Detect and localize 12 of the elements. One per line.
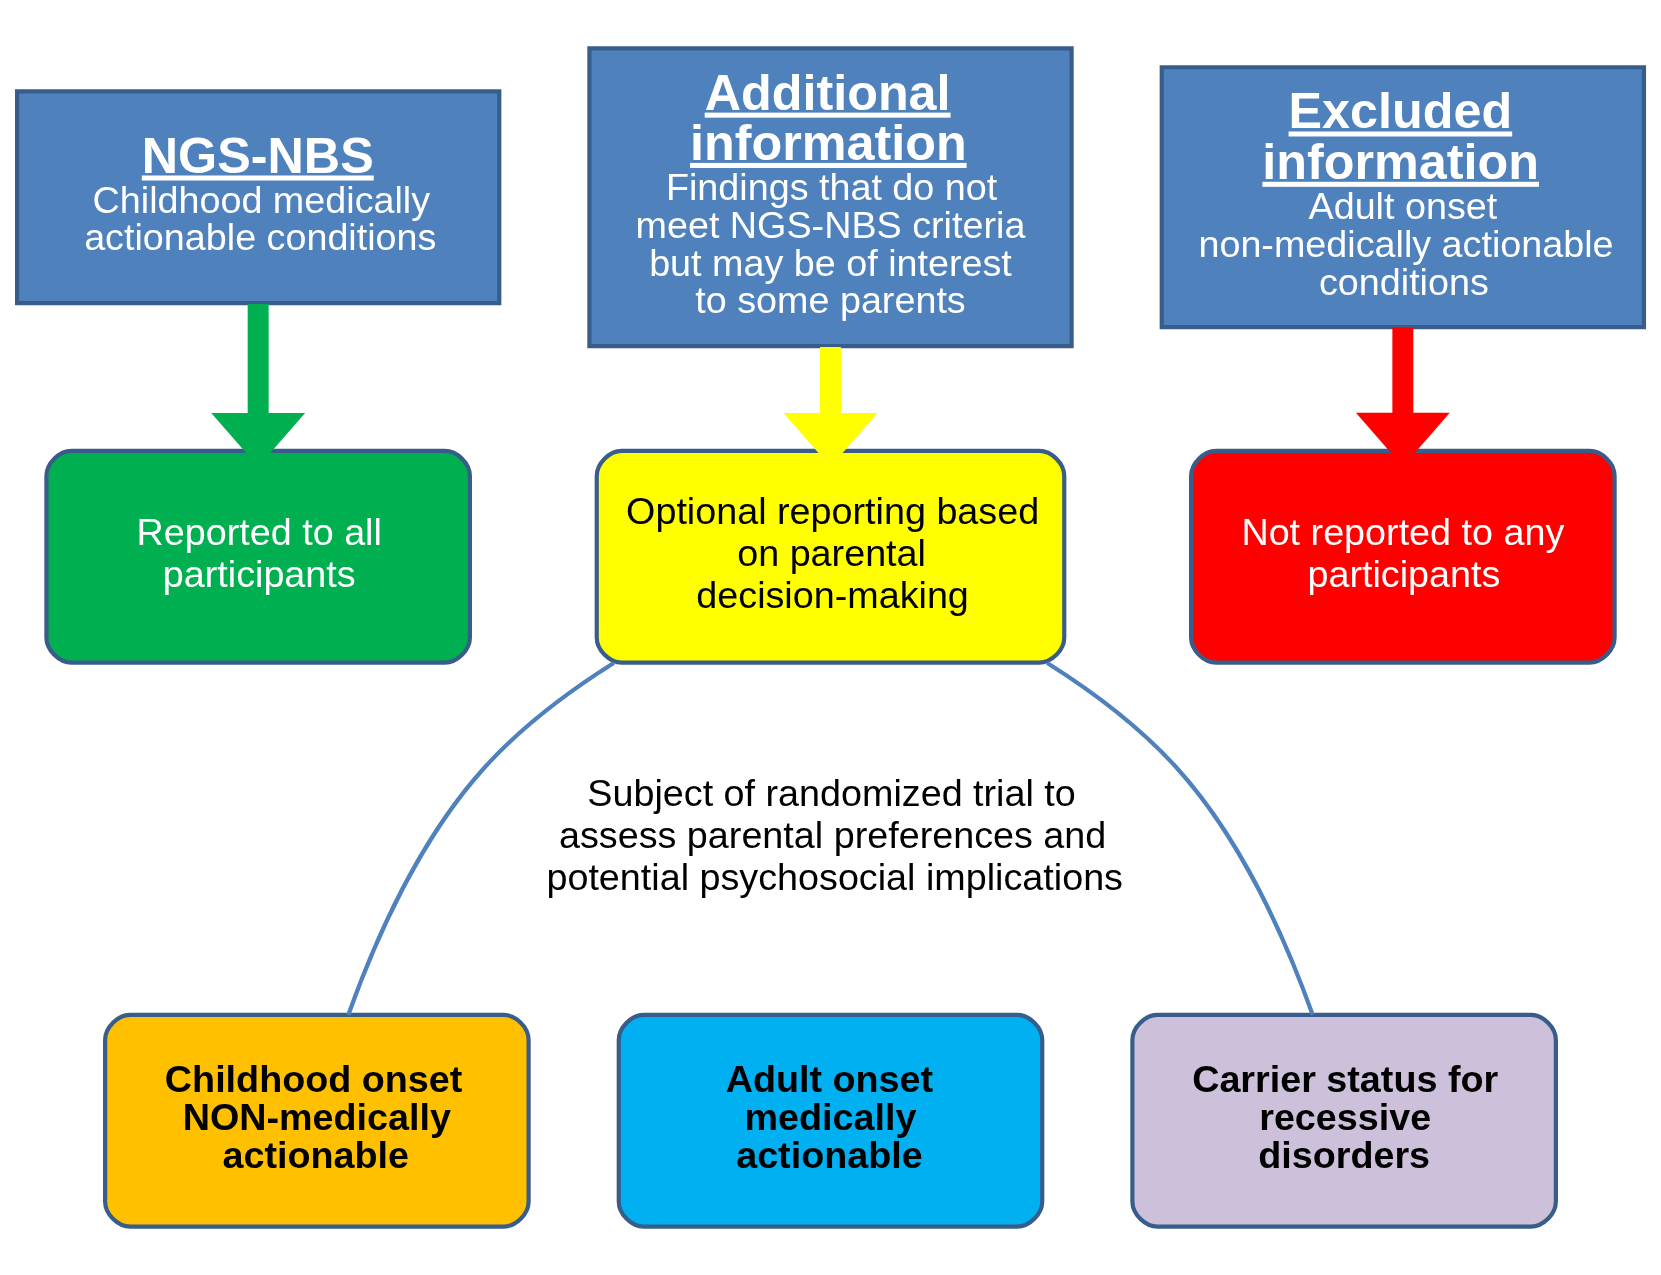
node-box: Optional reporting based on parental decision-making	[594, 448, 1067, 665]
node-box: NGS-NBS Childhood medically actionable conditions	[14, 89, 502, 306]
connector	[1046, 661, 1315, 1016]
node-box: Reported to all participants	[44, 448, 472, 665]
connector	[346, 661, 615, 1016]
node-box: Not reported to any participants	[1189, 448, 1617, 665]
node-box: Additional information Findings that do not meet NGS-NBS criteria but may be of interest to some parents	[587, 46, 1074, 349]
node-box: Childhood onset NON-medically actionable	[103, 1012, 531, 1229]
node-box: Carrier status for recessive disorders	[1130, 1012, 1558, 1229]
node-box: Excluded information Adult onset non-medically actionable conditions	[1159, 65, 1647, 330]
node-box: Adult onset medically actionable	[616, 1012, 1045, 1229]
label: Subject of randomized trial to assess parental preferences and potential psychosocial implications	[546, 772, 1123, 898]
